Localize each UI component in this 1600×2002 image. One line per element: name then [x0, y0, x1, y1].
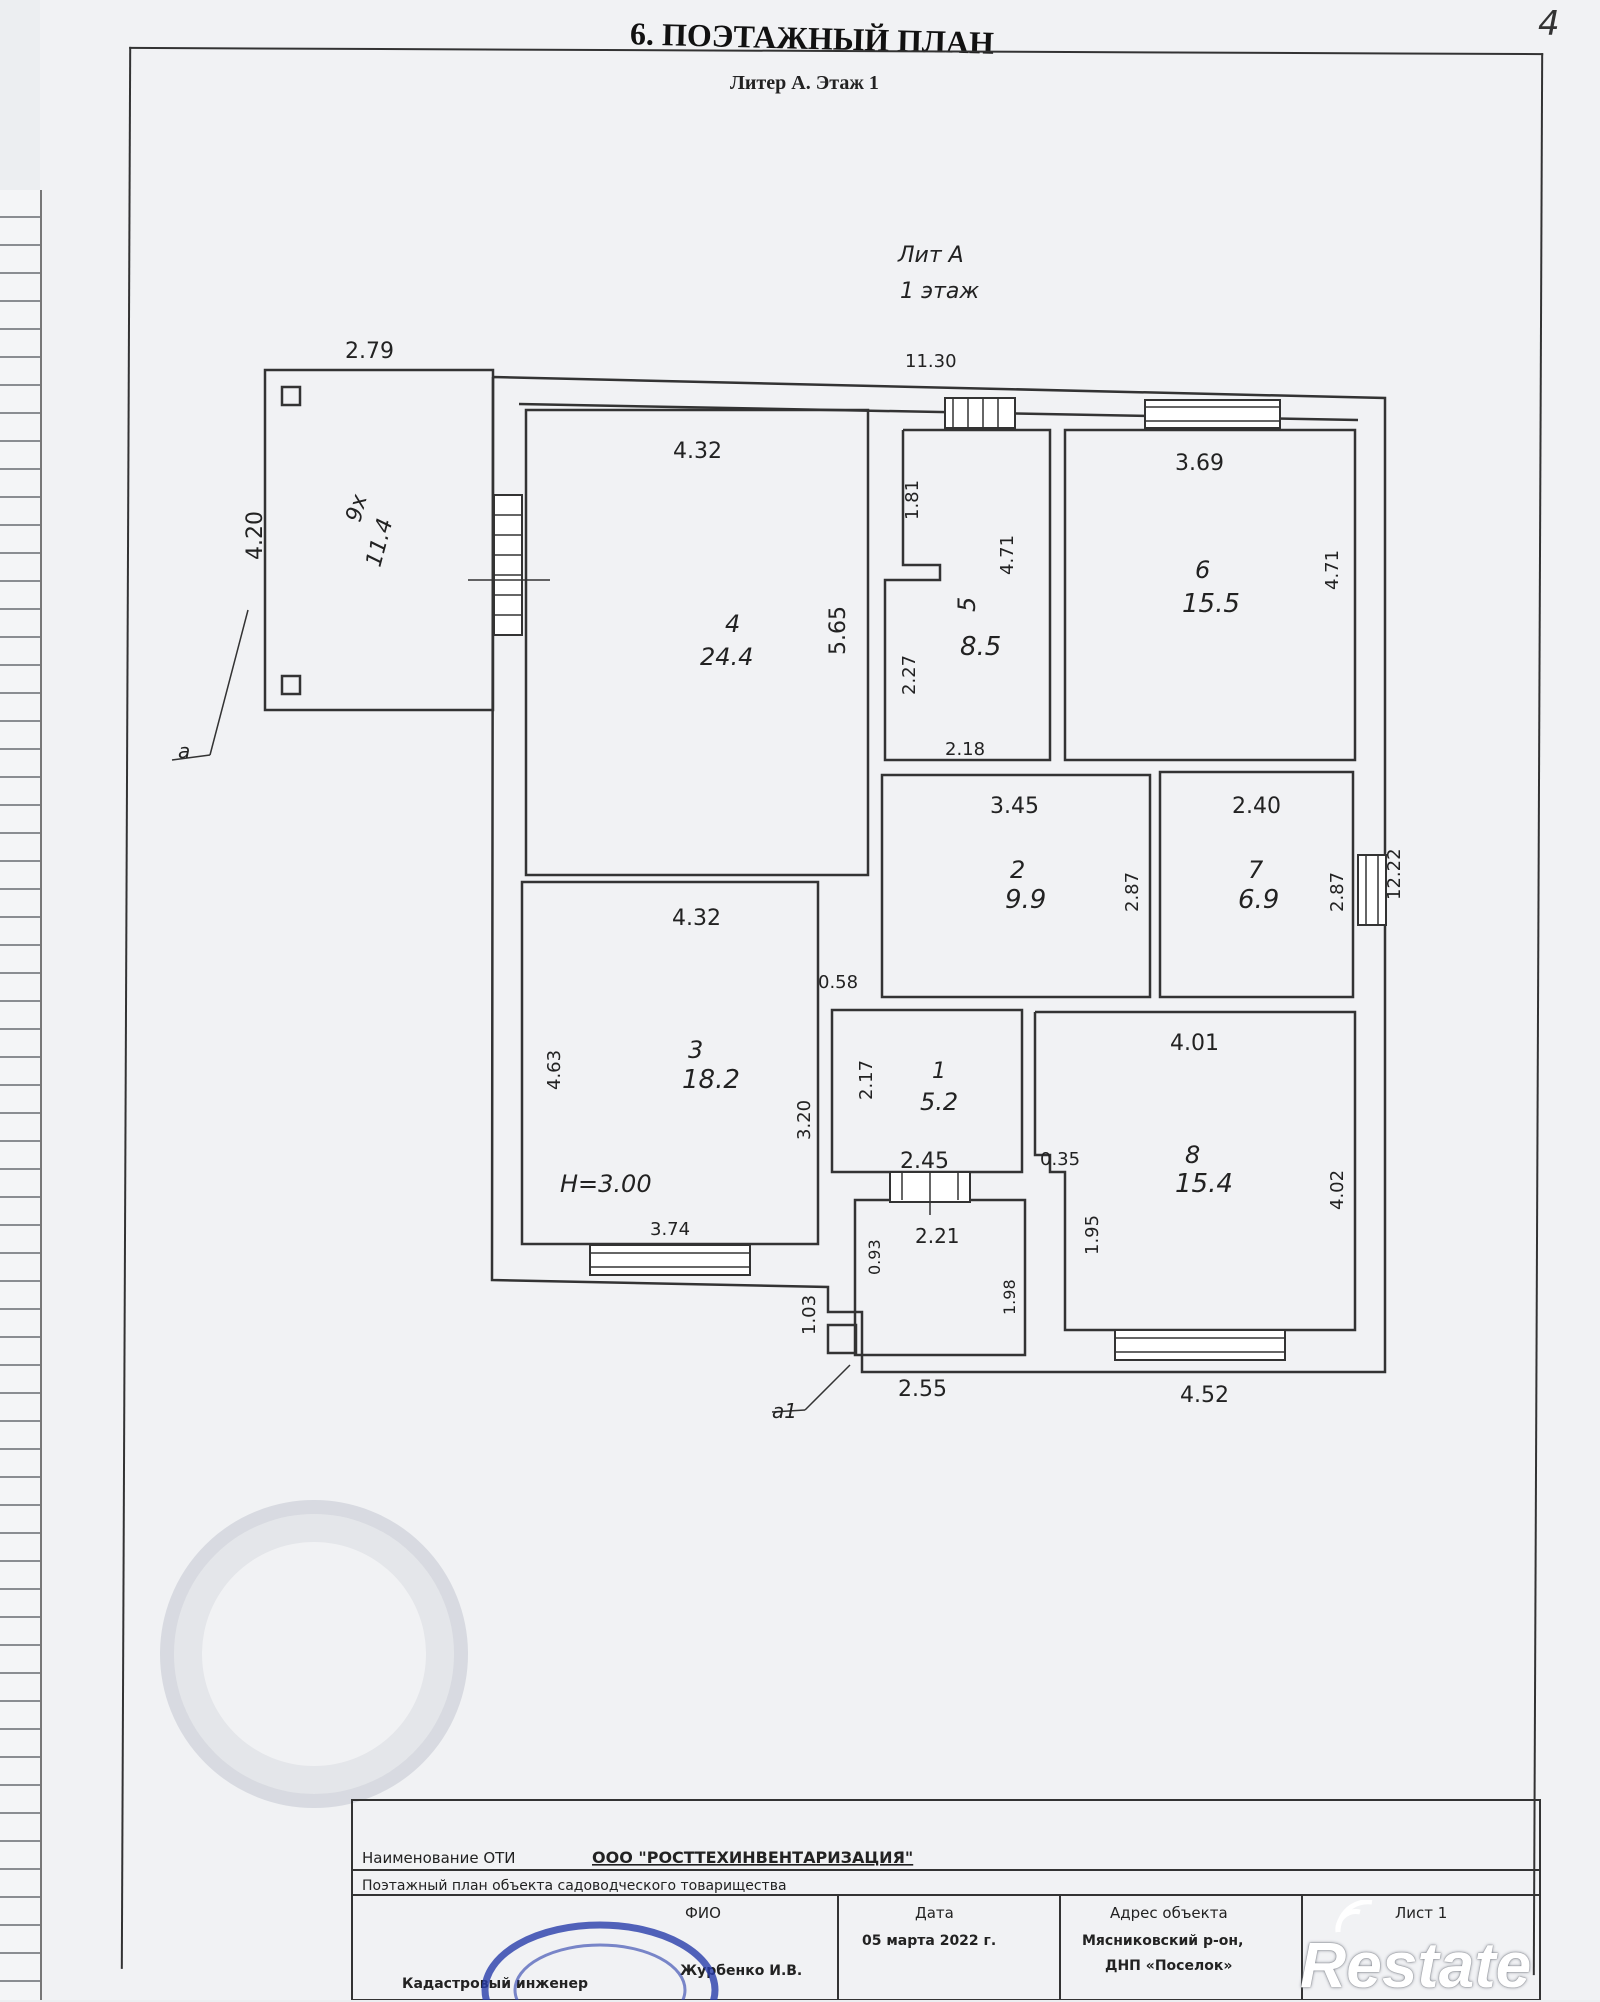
room-6-outline: [1063, 428, 1357, 762]
dimension-label: 4.02: [1327, 1170, 1348, 1210]
dimension-label: 2.87: [1327, 872, 1348, 912]
fio-value: Журбенко И.В.: [680, 1963, 802, 1979]
dimension-label: 1.03: [799, 1295, 820, 1335]
dimension-label: 2.87: [1122, 872, 1143, 912]
room-7-outline: [1158, 770, 1355, 999]
date-value: 05 марта 2022 г.: [862, 1933, 996, 1949]
outer-wall: [490, 375, 1387, 1374]
brand-name: Restate: [1300, 1929, 1532, 2001]
blue-seal: [481, 1921, 719, 2000]
dimension-label: 2.55: [898, 1377, 947, 1402]
room-number: 3: [688, 1036, 703, 1064]
dimension-label: 2.27: [899, 655, 920, 695]
room-2-outline: [880, 773, 1152, 999]
room-8-outline: [1033, 1010, 1357, 1332]
overall-right-dimension: 12.22: [1384, 848, 1405, 900]
room-area: 5.2: [920, 1088, 958, 1116]
window: [1114, 1329, 1286, 1361]
dimension-label: 1.98: [1000, 1279, 1019, 1315]
dimension-label: 1.95: [1082, 1215, 1103, 1255]
dimension-label: 1.81: [902, 480, 923, 520]
dimension-label: 3.45: [990, 794, 1039, 819]
dimension-label: 2.21: [915, 1224, 960, 1248]
dimension-label: 4.20: [243, 511, 268, 560]
col-fio: ФИО: [685, 1904, 721, 1922]
restate-watermark: Restate: [1300, 1900, 1600, 2001]
room-area: 15.5: [1182, 589, 1240, 619]
room-number: 6: [1195, 556, 1210, 584]
room-area: 6.9: [1238, 885, 1279, 915]
dimension-label: 2.45: [900, 1149, 949, 1174]
signal-icon: [1335, 1900, 1373, 1933]
address-line-1: Мясниковский р-он,: [1082, 1933, 1243, 1949]
handwritten-page-number: 4: [1538, 4, 1560, 44]
org-name: ООО "РОСТТЕХИНВЕНТАРИЗАЦИЯ": [592, 1848, 913, 1867]
subtitle: Литер А. Этаж 1: [730, 72, 879, 94]
floor-label: 1 этаж: [900, 279, 979, 304]
room-number: 8: [1185, 1141, 1200, 1169]
dimension-label: 0.35: [1040, 1149, 1080, 1170]
room-area: 15.4: [1175, 1169, 1233, 1199]
dimension-label: 2.40: [1232, 794, 1281, 819]
dimension-label: 4.32: [673, 439, 722, 464]
room-area: 9.9: [1005, 885, 1046, 915]
dimension-label: 0.93: [865, 1239, 884, 1275]
ceiling-height-label: H=3.00: [560, 1170, 652, 1198]
dimension-label: 3.74: [650, 1219, 690, 1240]
org-label: Наименование ОТИ: [362, 1849, 516, 1867]
window: [589, 1244, 751, 1276]
room-number: 9х: [342, 491, 373, 525]
dimension-label: 3.69: [1175, 451, 1224, 476]
dimension-label: 4.32: [672, 906, 721, 931]
dimension-label: 2.79: [345, 339, 394, 364]
window: [1144, 399, 1281, 429]
role-label: Кадастровый инженер: [402, 1976, 588, 1992]
porch-label: а1: [772, 1399, 797, 1423]
building-label: Лит А: [897, 243, 964, 268]
porch-label: а: [178, 739, 190, 763]
dimension-label: 5.65: [826, 606, 851, 655]
window: [493, 494, 523, 636]
dimension-label: 4.71: [997, 535, 1018, 575]
window: [944, 397, 1016, 429]
object-description: Поэтажный план объекта садоводческого то…: [362, 1878, 787, 1894]
room-number: 2: [1010, 856, 1025, 884]
dimension-label: 4.52: [1180, 1383, 1229, 1408]
col-date: Дата: [915, 1904, 954, 1922]
room-area: 24.4: [700, 643, 753, 671]
title-block: [351, 1799, 1541, 2000]
room-number: 7: [1248, 856, 1264, 884]
room-number: 4: [725, 610, 740, 638]
room-4-outline: [524, 408, 870, 877]
overall-top-dimension: 11.30: [905, 351, 957, 372]
room-area: 18.2: [682, 1065, 740, 1095]
dimension-label: 4.71: [1322, 550, 1343, 590]
dimension-label: 4.63: [544, 1050, 565, 1090]
room-number: 5: [953, 597, 981, 612]
col-address: Адрес объекта: [1110, 1904, 1228, 1922]
dimension-label: 2.17: [856, 1060, 877, 1100]
adjacent-page-edge: [0, 190, 42, 2000]
col-sheet: Лист 1: [1395, 1904, 1447, 1922]
address-line-2: ДНП «Поселок»: [1105, 1958, 1232, 1974]
dimension-label: 2.18: [945, 739, 985, 760]
room-5-outline: [883, 428, 1052, 762]
dimension-label: 3.20: [794, 1100, 815, 1140]
window: [1357, 854, 1387, 926]
dimension-label: 0.58: [818, 972, 858, 993]
room-number: 1: [932, 1059, 946, 1084]
room-area: 11.4: [362, 516, 399, 570]
room-area: 8.5: [960, 632, 1001, 662]
dimension-label: 4.01: [1170, 1031, 1219, 1056]
